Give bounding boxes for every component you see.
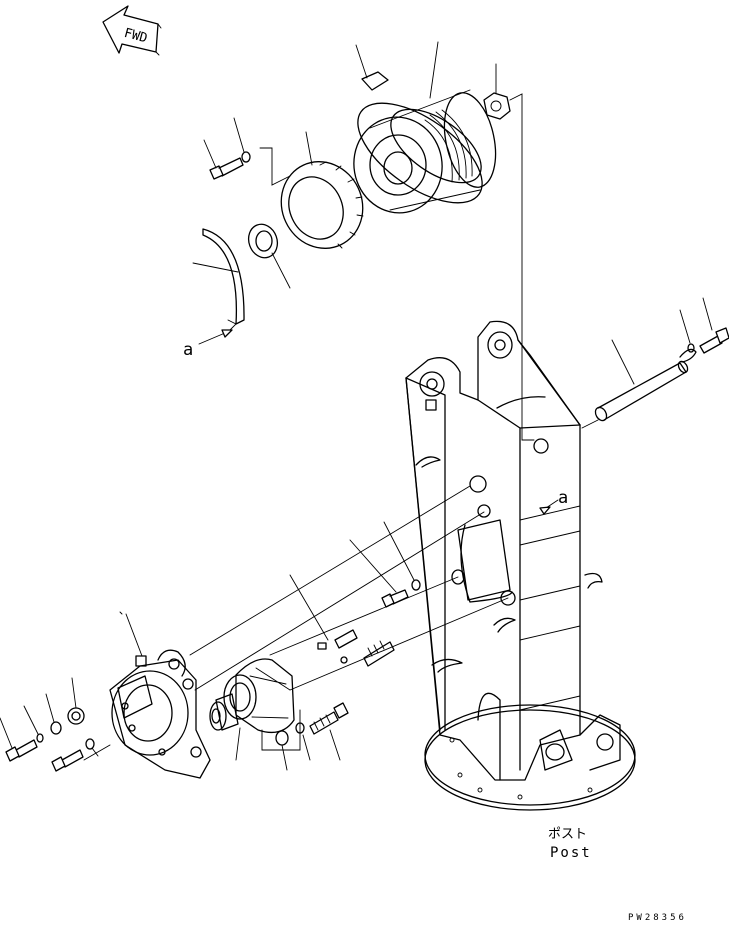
bolt-motor: [309, 702, 349, 761]
svg-text:a: a: [183, 340, 193, 360]
drum-key: [355, 44, 389, 91]
pin-right: [581, 297, 729, 429]
gear-case: [109, 611, 211, 779]
forward-arrow-icon: FWD: [102, 5, 162, 56]
hex-nut: [483, 63, 511, 120]
reference-mark-lower: a: [539, 488, 568, 515]
svg-text:ポスト: ポスト: [548, 827, 587, 842]
svg-text:Post: Post: [550, 845, 592, 861]
reference-mark-upper: a: [183, 329, 233, 360]
bolt-upper: [203, 117, 251, 180]
fwd-label: FWD: [122, 26, 149, 47]
bolts-left: [0, 677, 111, 772]
winch-drum: [353, 89, 497, 214]
post-frame: [405, 320, 636, 811]
dowel-pins: [289, 574, 395, 667]
svg-text:a: a: [558, 488, 568, 508]
part-name-label: ポスト Post: [548, 827, 592, 861]
bearing: [247, 223, 291, 289]
drawing-number: PW28356: [628, 913, 687, 923]
bolt-middle: [349, 521, 421, 608]
brake-band: [192, 228, 245, 331]
hydraulic-motor: [209, 658, 311, 771]
ring-gear: [280, 131, 364, 249]
